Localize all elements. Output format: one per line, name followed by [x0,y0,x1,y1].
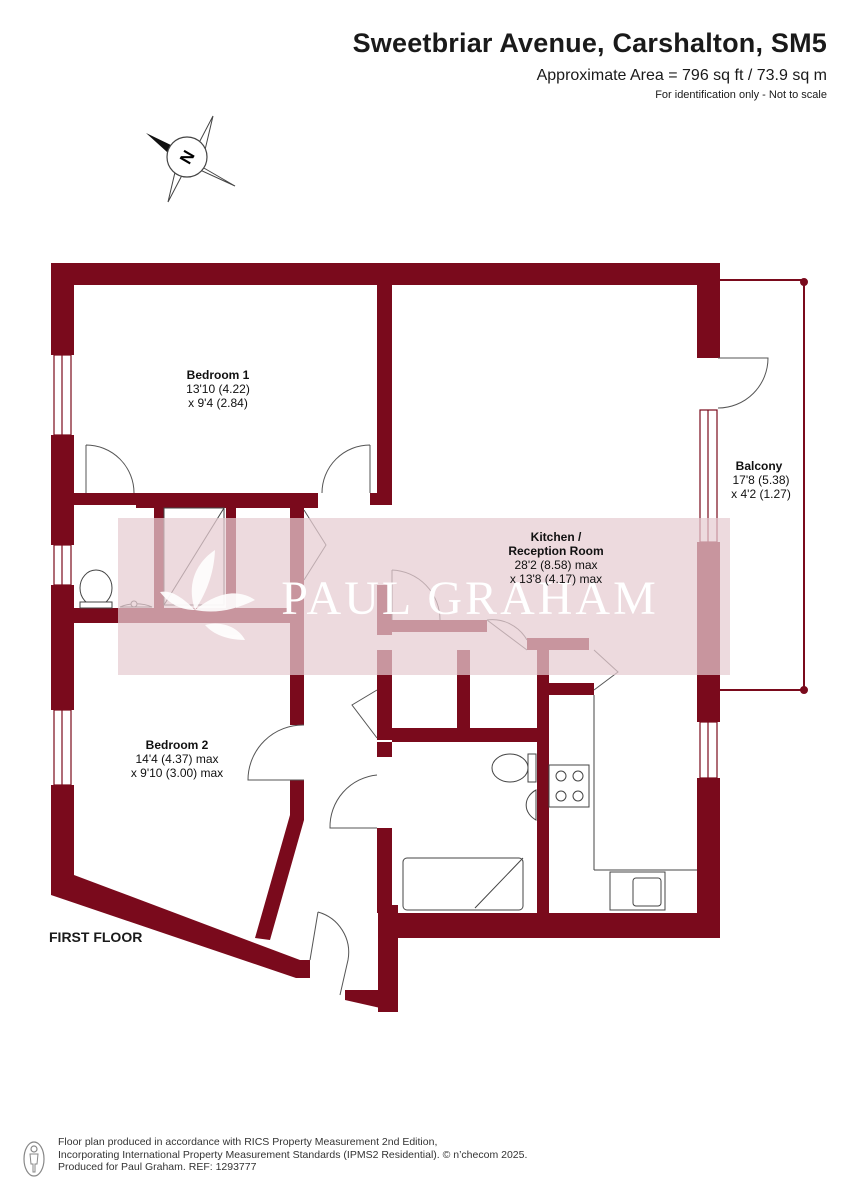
balcony-dim1: 17'8 (5.38) [733,473,790,487]
basin [525,789,537,821]
kitchen-dim1: 28'2 (8.58) max [515,558,598,572]
toilet [79,569,113,607]
hob [548,764,590,808]
watermark: PAUL GRAHAM [118,518,730,675]
balcony-outline [718,278,808,694]
kitchen-name2: Reception Room [508,544,603,558]
property-title: Sweetbriar Avenue, Carshalton, SM5 [352,28,827,58]
person-icon [23,1141,45,1177]
kitchen-dim2: x 13'8 (4.17) max [510,572,602,586]
header: Sweetbriar Avenue, Carshalton, SM5 Appro… [353,28,827,101]
footer-line-1: Floor plan produced in accordance with R… [58,1136,438,1148]
scale-note: For identification only - Not to scale [655,89,827,101]
windows [53,354,718,786]
footer-line-2: Incorporating International Property Mea… [58,1148,528,1161]
bedroom1-dim2: x 9'4 (2.84) [188,396,248,410]
balcony-dim2: x 4'2 (1.27) [731,487,791,501]
compass-icon: N [146,115,236,203]
kitchen-name1: Kitchen / [531,530,582,544]
floor-label: FIRST FLOOR [49,929,143,945]
bedroom2-dim1: 14'4 (4.37) max [136,752,219,766]
toilet [491,753,529,783]
bedroom2-name: Bedroom 2 [146,738,209,752]
bedroom1-name: Bedroom 1 [187,368,250,382]
balcony-name: Balcony [736,459,783,473]
approximate-area: Approximate Area = 796 sq ft / 73.9 sq m [536,67,827,84]
bedroom1-dim1: 13'10 (4.22) [186,382,250,396]
room-labels: Bedroom 1 13'10 (4.22) x 9'4 (2.84) Kitc… [131,368,791,780]
fixtures [79,507,697,911]
watermark-text: PAUL GRAHAM [281,572,659,625]
footer-line-3: Produced for Paul Graham. REF: 1293777 [58,1161,257,1173]
leaf-logo-icon [160,550,255,640]
bedroom2-dim2: x 9'10 (3.00) max [131,766,223,780]
bath [402,857,524,911]
footer-text: Floor plan produced in accordance with R… [58,1136,527,1174]
